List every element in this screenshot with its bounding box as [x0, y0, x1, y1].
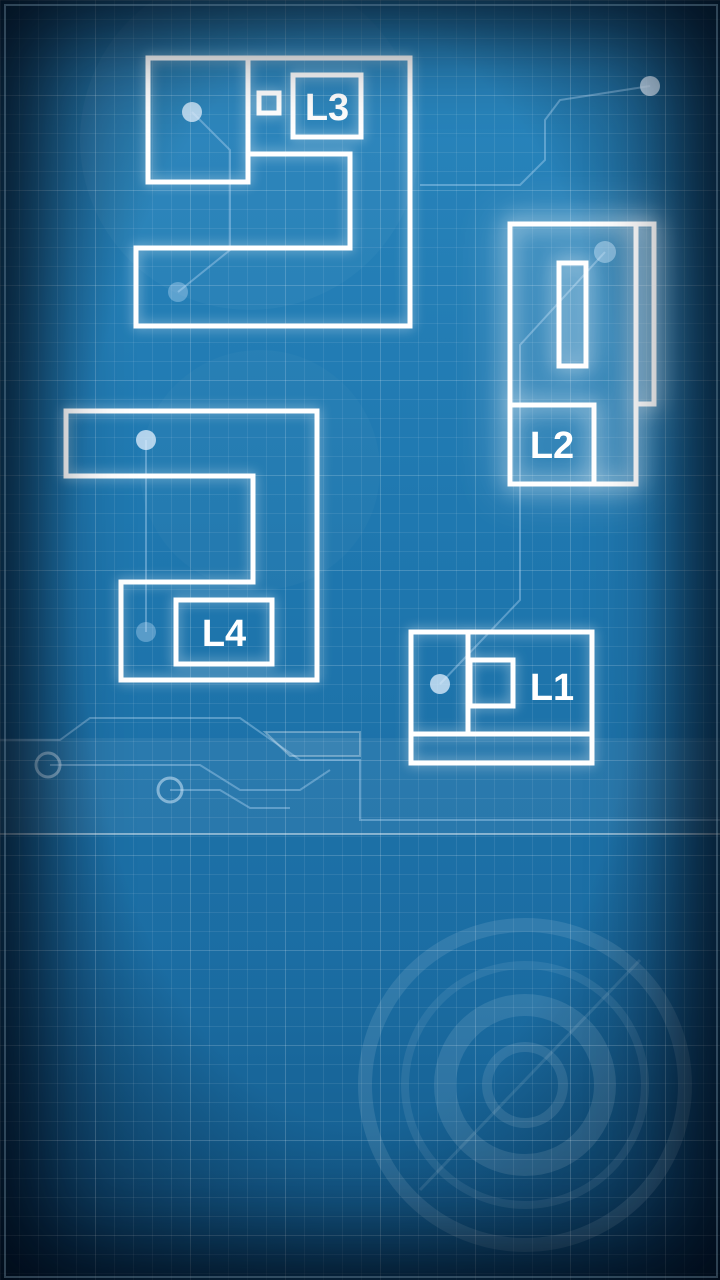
door-marker-icon [256, 90, 282, 116]
pillar-icon [556, 260, 589, 369]
level-tile-l1[interactable]: L1 [408, 629, 595, 766]
level-tile-l2[interactable]: L2 [507, 221, 657, 487]
circuit-band [0, 717, 720, 835]
node-icon [182, 102, 202, 122]
radar-decoration [358, 918, 692, 1252]
level-tile-l3[interactable]: L3 [133, 55, 413, 329]
level-label-l4: L4 [202, 613, 246, 655]
node-icon [430, 674, 450, 694]
node-icon [136, 430, 156, 450]
level-label-l2: L2 [530, 425, 574, 467]
level-tile-l4[interactable]: L4 [63, 408, 320, 683]
level-label-l1: L1 [530, 667, 574, 709]
level-label-l3: L3 [305, 87, 349, 129]
